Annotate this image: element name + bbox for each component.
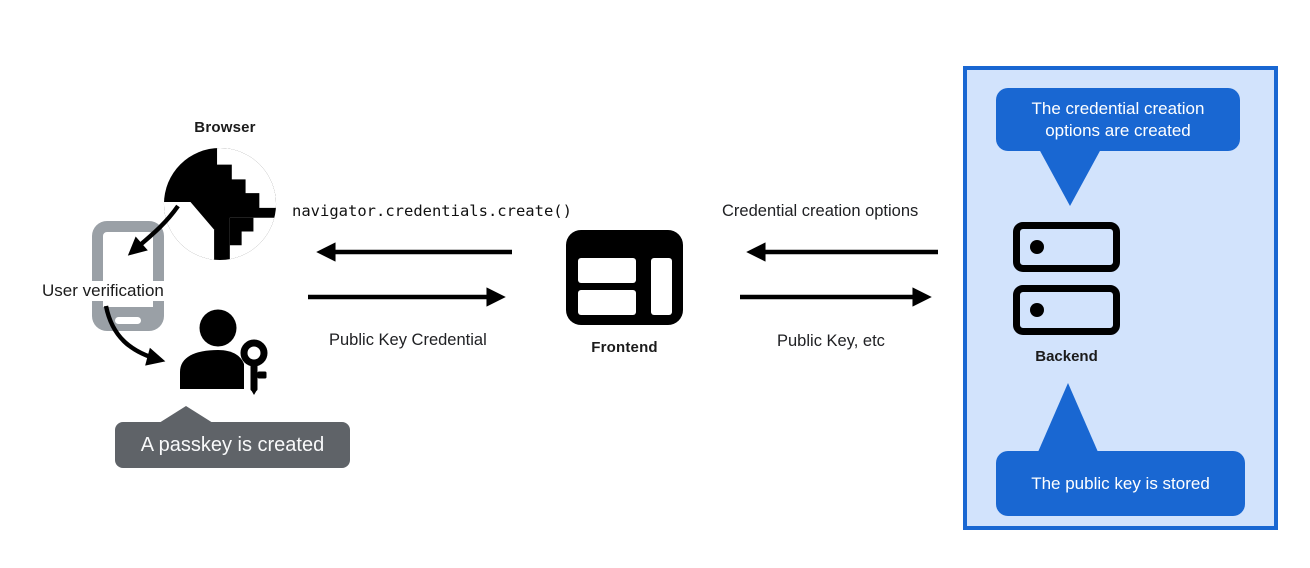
credential-options-bubble-text: The credential creation options are crea… [1031,98,1205,140]
passkey-tooltip-text: A passkey is created [140,433,325,456]
user-verification-label: User verification [40,281,166,301]
phone-home-dash [115,317,141,324]
backend-label: Backend [1035,348,1098,365]
credential-options-bubble-pointer [1039,149,1101,206]
globe-icon [163,147,277,261]
public-key-stored-bubble-text: The public key is stored [1031,473,1210,493]
credential-creation-options-label: Credential creation options [722,202,919,220]
smartphone-icon [92,221,164,331]
browser-label: Browser [194,119,256,136]
frontend-label: Frontend [591,339,658,356]
browser-window-icon [566,230,683,325]
public-key-etc-label: Public Key, etc [777,332,885,350]
public-key-credential-label: Public Key Credential [329,331,487,349]
credential-options-bubble: The credential creation options are crea… [996,88,1240,151]
user-with-key-icon [180,309,268,395]
backend-panel: The credential creation options are crea… [963,66,1278,530]
server-led-dot [1030,240,1044,254]
server-stack-icon [1013,285,1120,335]
credentials-create-label: navigator.credentials.create() [292,202,572,220]
passkey-tooltip: A passkey is created [115,422,350,468]
public-key-stored-bubble-pointer [1038,383,1098,452]
server-stack-icon [1013,222,1120,272]
server-led-dot [1030,303,1044,317]
public-key-stored-bubble: The public key is stored [996,451,1245,516]
passkey-tooltip-pointer [159,406,213,423]
